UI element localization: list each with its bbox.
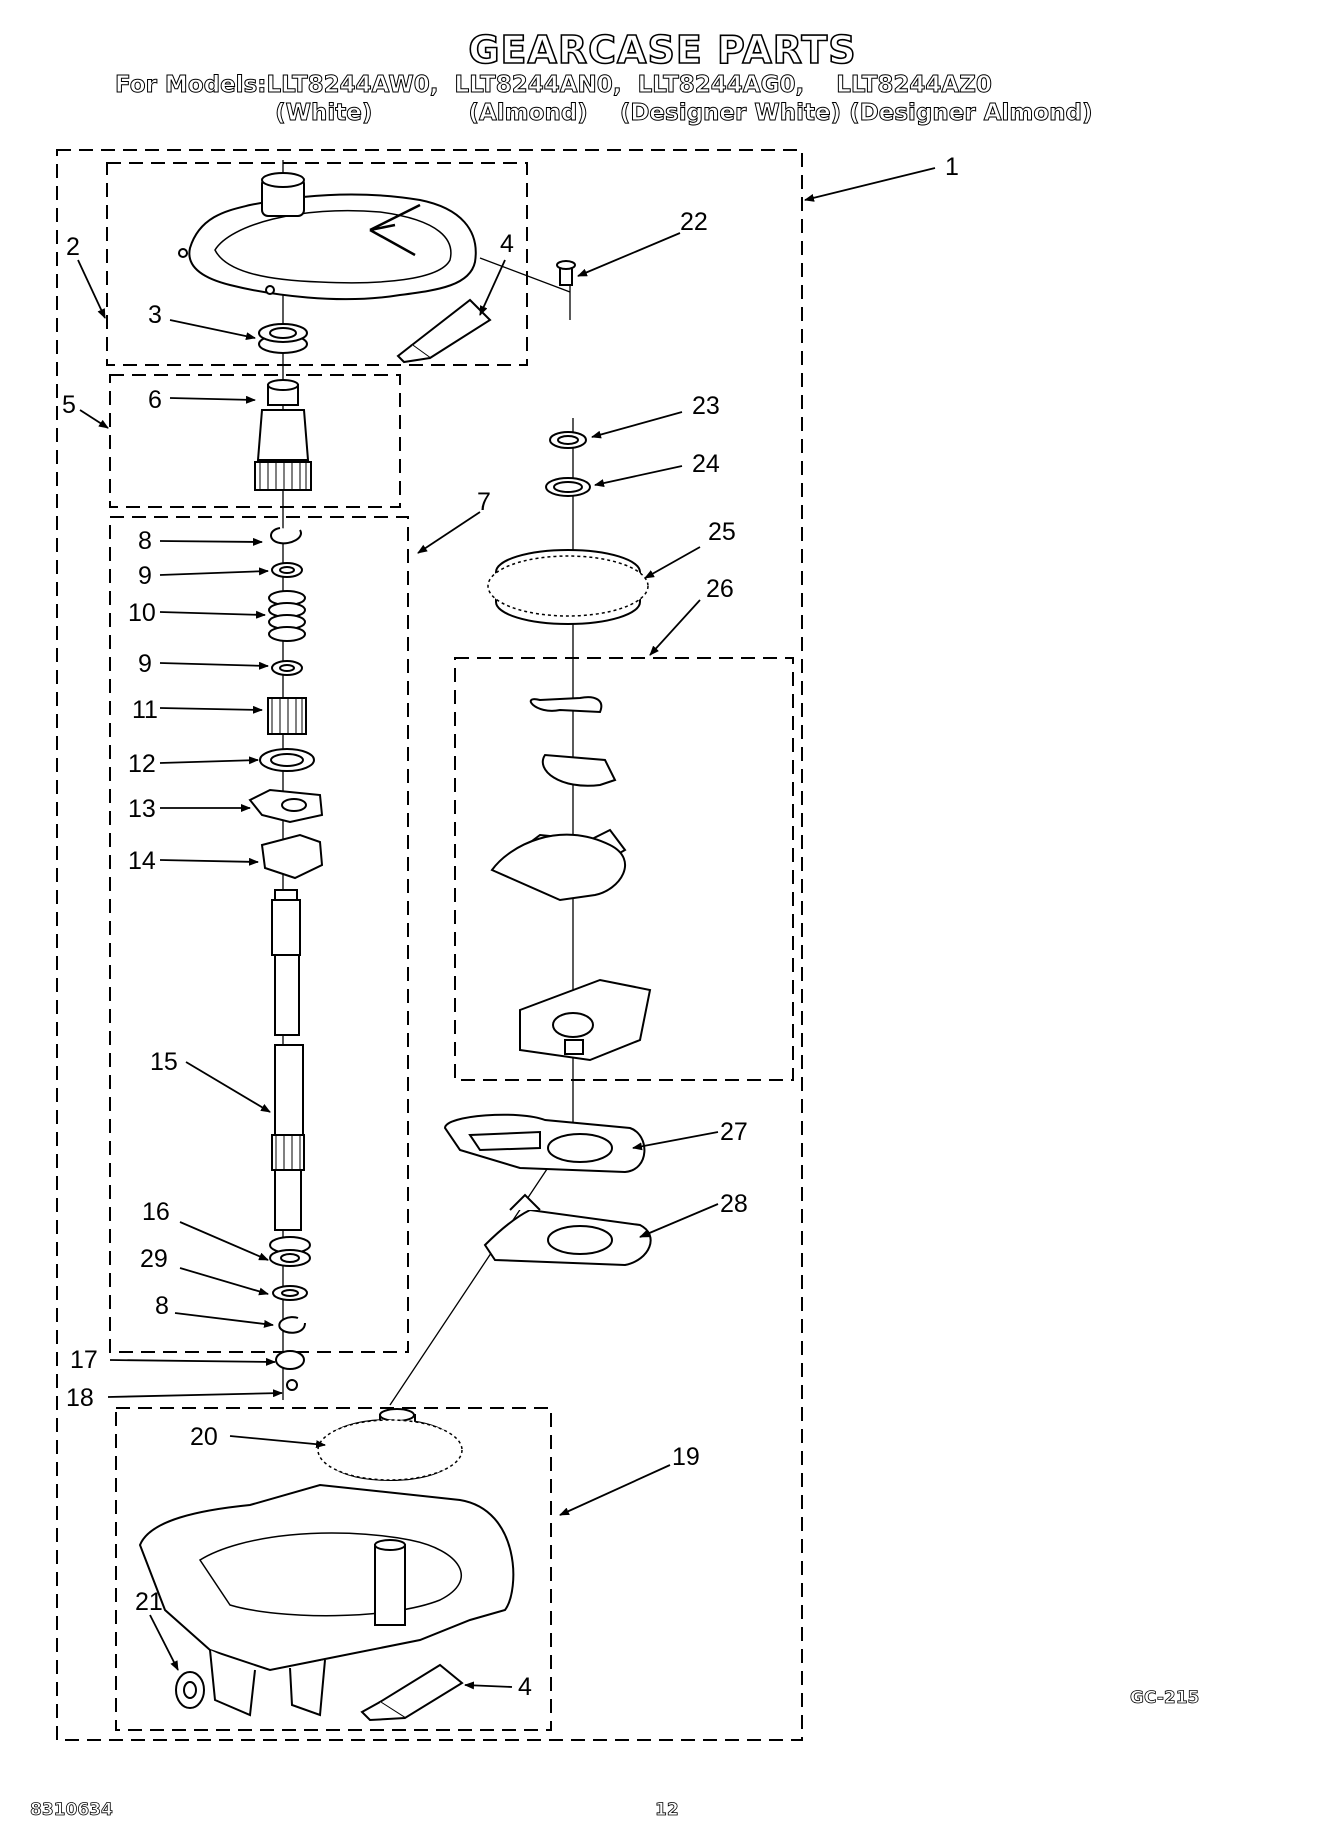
callout-24: 24 [692,450,720,478]
callout-8-top: 8 [138,527,152,555]
callout-17: 17 [70,1346,98,1374]
models-line: For Models:LLT8244AW0, LLT8244AN0, LLT82… [115,72,993,99]
drive-gear-part [317,1408,463,1481]
callout-12: 12 [128,750,156,778]
doc-number: 8310634 [30,1800,114,1821]
callout-14: 14 [128,847,156,875]
callout-28: 28 [720,1190,748,1218]
callout-8-bottom: 8 [155,1292,169,1320]
colors-line: (White) (Almond) (Designer White) (Desig… [115,100,1093,127]
gearcase-housing-part [138,1483,515,1717]
washer-part-21 [175,1671,205,1709]
seal-part [258,323,308,354]
callout-15: 15 [150,1048,178,1076]
callout-25: 25 [708,518,736,546]
shaft-stack-parts [248,527,324,880]
callout-19: 19 [672,1443,700,1471]
callout-7: 7 [477,488,491,516]
group-box-2 [106,162,528,366]
callout-16: 16 [142,1198,170,1226]
brake-assembly-part [490,696,652,1062]
callout-labels: 1 2 3 4 22 5 6 7 8 9 10 9 11 12 13 14 15… [62,153,959,1701]
page-title: GEARCASE PARTS [468,27,857,73]
callout-4-top: 4 [500,230,514,258]
callout-18: 18 [66,1384,94,1412]
group-box-19 [115,1407,552,1731]
callout-23: 23 [692,392,720,420]
callout-29: 29 [140,1245,168,1273]
callout-4-bottom: 4 [518,1673,532,1701]
callout-1: 1 [945,153,959,181]
callout-21: 21 [135,1588,163,1616]
grease-tube-part [396,298,492,364]
pinion-part [254,379,312,491]
screw-part [556,260,576,286]
callout-9-mid: 9 [138,650,152,678]
diagram-code: GC-215 [1130,1688,1200,1709]
group-box-1 [56,149,803,1741]
large-gear-part [487,549,649,625]
callout-9-top: 9 [138,562,152,590]
group-box-5 [109,374,401,508]
callout-11: 11 [132,696,158,724]
page-number: 12 [655,1800,679,1821]
callout-6: 6 [148,386,162,414]
callout-22: 22 [680,208,708,236]
callout-5: 5 [62,391,76,419]
callout-2: 2 [66,233,80,261]
gearcase-cover-part [178,172,477,301]
callout-10: 10 [128,599,156,627]
grease-tube-part-bottom [360,1663,464,1722]
callout-26: 26 [706,575,734,603]
group-box-7 [109,516,409,1353]
callout-13: 13 [128,795,156,823]
callout-3: 3 [148,301,162,329]
part-28 [483,1193,652,1267]
callout-20: 20 [190,1423,218,1451]
right-stack-parts [545,431,591,497]
callout-27: 27 [720,1118,748,1146]
group-box-26 [454,657,794,1081]
shaft-part [269,889,311,1391]
part-27 [443,1113,646,1174]
